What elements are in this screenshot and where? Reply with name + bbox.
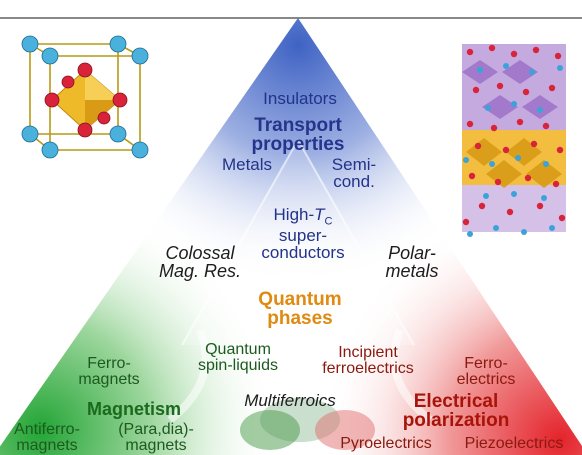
label-antiferromagnets: Antiferro- magnets [14, 421, 80, 454]
label-high-prefix: High- [273, 205, 315, 224]
label-tc-symbol: T [314, 205, 325, 224]
layered-lattice-illustration [452, 30, 576, 240]
label-polar-metals: Polar- metals [385, 243, 439, 281]
label-multiferroics: Multiferroics [244, 391, 336, 410]
label-pyroelectrics: Pyroelectrics [340, 435, 432, 452]
label-incipient-ferroelectrics: Incipient ferroelectrics [322, 344, 414, 377]
label-ferromagnets: Ferro- magnets [78, 355, 140, 388]
label-semiconductors: Semi- cond. [331, 155, 377, 191]
label-piezoelectrics: Piezoelectrics [464, 435, 564, 452]
crystal-cell-illustration [20, 35, 149, 160]
label-quantum-phases: Quantum phases [258, 289, 342, 329]
inner-triangle [182, 140, 414, 345]
label-superconductors: super- conductors [261, 226, 345, 263]
label-metals: Metals [221, 155, 273, 174]
label-quantum-spin-liquids: Quantum spin-liquids [197, 341, 279, 374]
label-colossal-mag-res: Colossal Mag. Res. [158, 243, 242, 281]
label-ferroelectrics: Ferro- electrics [456, 355, 516, 388]
label-tc-subscript: C [324, 215, 333, 228]
label-para-dia-magnets: (Para,dia)- magnets [118, 421, 194, 454]
label-transport-properties: Transport properties [251, 115, 345, 155]
label-insulators: Insulators [263, 89, 337, 108]
label-magnetism: Magnetism [86, 399, 182, 419]
label-electrical-polarization: Electrical polarization [402, 391, 510, 431]
